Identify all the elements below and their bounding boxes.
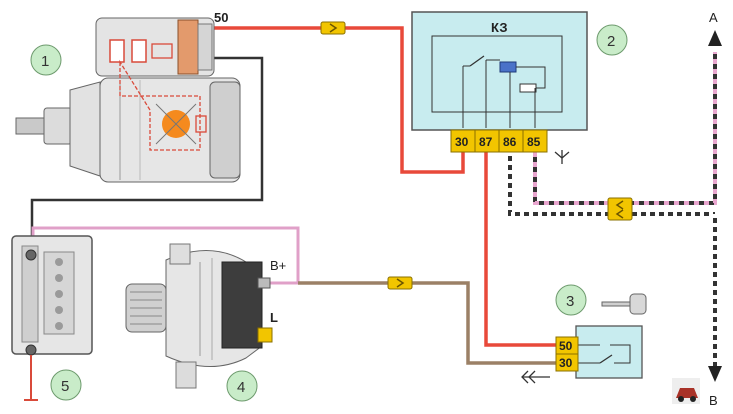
svg-text:2: 2	[607, 33, 615, 50]
callout-2: 2	[596, 24, 628, 56]
key-icon	[601, 293, 647, 315]
connector-red-icon	[320, 21, 346, 35]
arrow-down-icon	[708, 366, 722, 382]
generator	[125, 243, 273, 389]
svg-text:3: 3	[566, 293, 574, 310]
relay-kz	[411, 11, 588, 131]
terminal-50-label: 50	[214, 10, 228, 25]
relay-title: КЗ	[491, 20, 508, 35]
black-wire-starter	[30, 56, 264, 250]
connector-brown-icon	[387, 276, 413, 290]
relay-pin-block	[450, 129, 548, 153]
svg-text:5: 5	[61, 378, 69, 395]
callout-4: 4	[226, 370, 258, 402]
relay-pin-30: 30	[455, 135, 469, 149]
red-wire-relay-switch	[484, 152, 558, 347]
wire-label-a: A	[709, 10, 718, 25]
wire-label-b: B	[709, 393, 718, 408]
battery-positive-terminal-icon	[25, 249, 37, 261]
callout-3: 3	[555, 284, 587, 316]
car-icon	[672, 378, 700, 404]
ground-switch-icon	[521, 370, 550, 384]
svg-text:1: 1	[41, 53, 49, 70]
generator-bplus-label: B+	[270, 258, 286, 273]
switch-pin-50: 50	[559, 339, 573, 353]
svg-text:4: 4	[237, 379, 245, 396]
relay-pin-86: 86	[503, 135, 517, 149]
switch-pin-30: 30	[559, 356, 573, 370]
battery	[11, 235, 93, 356]
arrow-up-icon	[708, 30, 722, 46]
relay-pin-87: 87	[479, 135, 493, 149]
generator-l-label: L	[270, 310, 278, 325]
callout-1: 1	[30, 44, 62, 76]
relay-coil-icon	[499, 61, 517, 73]
ignition-switch	[555, 325, 643, 379]
callout-5: 5	[50, 369, 82, 401]
relay-pin-85: 85	[527, 135, 541, 149]
battery-ground-wire	[24, 355, 38, 401]
ground-relay-icon	[554, 150, 570, 164]
connector-striped-icon	[607, 197, 633, 221]
battery-negative-terminal-icon	[25, 344, 37, 356]
brown-wire-generator-switch	[298, 281, 558, 365]
starter-motor	[15, 17, 241, 183]
